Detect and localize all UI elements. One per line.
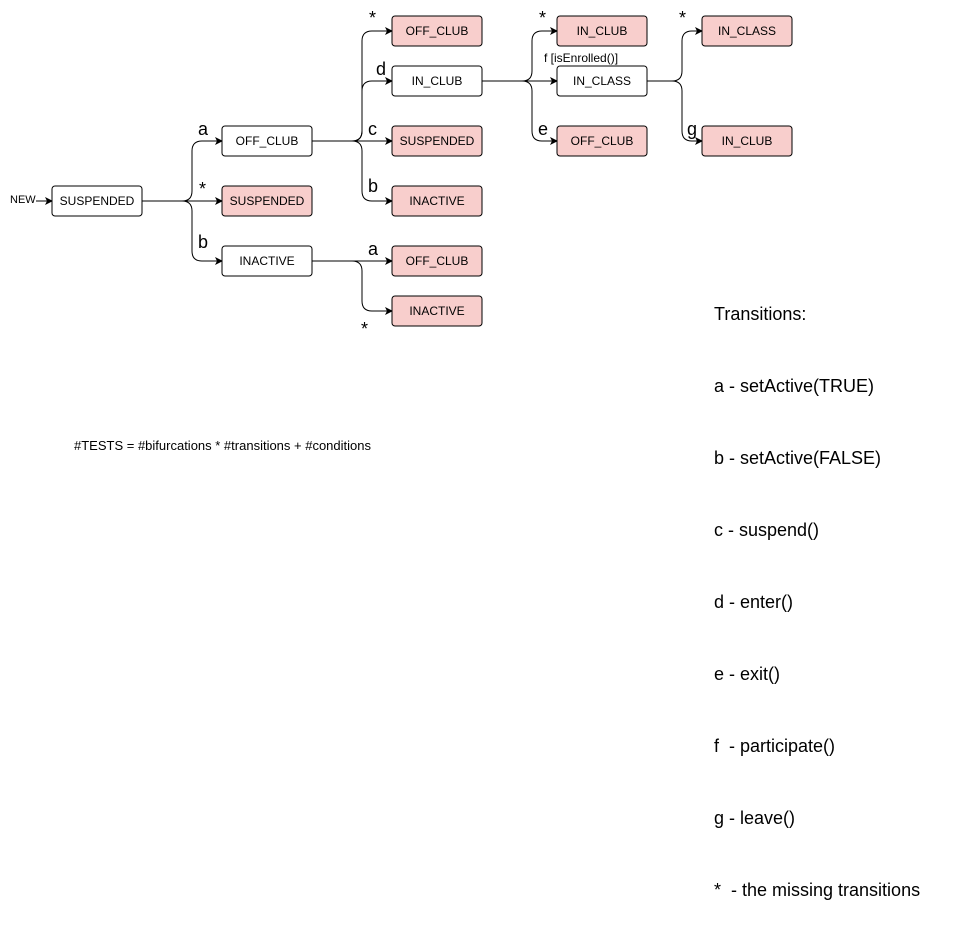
state-node-l3-inclass: IN_CLASS — [556, 65, 648, 97]
legend-title: Transitions: — [714, 304, 807, 324]
legend-item-f: f - participate() — [714, 736, 836, 756]
svg-text:INACTIVE: INACTIVE — [409, 304, 464, 318]
edge-off-star — [312, 27, 393, 142]
tests-formula: #TESTS = #bifurcations * #transitions + … — [74, 438, 371, 453]
svg-text:OFF_CLUB: OFF_CLUB — [236, 134, 299, 148]
legend-item-e: e - exit() — [714, 664, 781, 684]
svg-text:OFF_CLUB: OFF_CLUB — [406, 24, 469, 38]
label-root-star: * — [199, 179, 206, 199]
edge-root-b — [142, 200, 223, 265]
label-off-d: d — [376, 59, 386, 79]
edge-club-e — [482, 80, 558, 145]
label-root-a: a — [198, 119, 209, 139]
svg-text:IN_CLUB: IN_CLUB — [412, 74, 463, 88]
svg-text:OFF_CLUB: OFF_CLUB — [571, 134, 634, 148]
svg-text:IN_CLASS: IN_CLASS — [718, 24, 776, 38]
label-class-star: * — [679, 8, 686, 28]
edge-off-d — [312, 77, 393, 142]
svg-text:INACTIVE: INACTIVE — [239, 254, 294, 268]
label-club-star: * — [539, 8, 546, 28]
state-node-l2-inactive-star: INACTIVE — [391, 295, 483, 327]
edge-inact-star — [312, 260, 393, 315]
legend-item-c: c - suspend() — [714, 520, 820, 540]
state-node-l1-suspended: SUSPENDED — [221, 185, 313, 217]
label-off-b: b — [368, 176, 378, 196]
svg-text:IN_CLASS: IN_CLASS — [573, 74, 631, 88]
state-node-l4-inclub: IN_CLUB — [701, 125, 793, 157]
label-inact-a: a — [368, 239, 379, 259]
state-node-l3-inclub-star: IN_CLUB — [556, 15, 648, 47]
label-inact-star: * — [361, 319, 368, 339]
label-off-c: c — [368, 119, 377, 139]
transitions-legend: Transitions: a - setActive(TRUE) b - set… — [714, 254, 920, 926]
svg-text:SUSPENDED: SUSPENDED — [60, 194, 135, 208]
svg-text:IN_CLUB: IN_CLUB — [577, 24, 628, 38]
legend-item-g: g - leave() — [714, 808, 796, 828]
label-class-g: g — [687, 119, 697, 139]
legend-item-star: * - the missing transitions — [714, 880, 921, 900]
state-node-l4-inclass-star: IN_CLASS — [701, 15, 793, 47]
label-root-b: b — [198, 232, 208, 252]
legend-item-b: b - setActive(FALSE) — [714, 448, 882, 468]
state-diagram: NEW a * b * d c b a * * f [isEnrolled()]… — [10, 8, 793, 339]
legend-item-d: d - enter() — [714, 592, 794, 612]
state-node-l3-offclub: OFF_CLUB — [556, 125, 648, 157]
state-node-l2-inactive: INACTIVE — [391, 185, 483, 217]
state-node-l1-offclub: OFF_CLUB — [221, 125, 313, 157]
edge-class-g — [647, 80, 703, 145]
edge-club-star — [482, 27, 558, 82]
start-label: NEW — [10, 194, 36, 206]
legend-item-a: a - setActive(TRUE) — [714, 376, 875, 396]
state-node-l2-suspended: SUSPENDED — [391, 125, 483, 157]
label-club-f: f [isEnrolled()] — [544, 51, 618, 65]
state-node-root: SUSPENDED — [51, 185, 143, 217]
edge-off-b — [312, 140, 393, 205]
svg-text:IN_CLUB: IN_CLUB — [722, 134, 773, 148]
svg-text:SUSPENDED: SUSPENDED — [230, 194, 305, 208]
svg-text:INACTIVE: INACTIVE — [409, 194, 464, 208]
label-off-star: * — [369, 8, 376, 28]
edge-root-a — [142, 137, 223, 202]
state-node-l2-offclub-a: OFF_CLUB — [391, 245, 483, 277]
svg-text:OFF_CLUB: OFF_CLUB — [406, 254, 469, 268]
state-node-l2-inclub: IN_CLUB — [391, 65, 483, 97]
label-club-e: e — [538, 119, 548, 139]
svg-text:SUSPENDED: SUSPENDED — [400, 134, 475, 148]
edge-class-star — [647, 27, 703, 82]
state-node-l1-inactive: INACTIVE — [221, 245, 313, 277]
state-node-l2-offclub-star: OFF_CLUB — [391, 15, 483, 47]
